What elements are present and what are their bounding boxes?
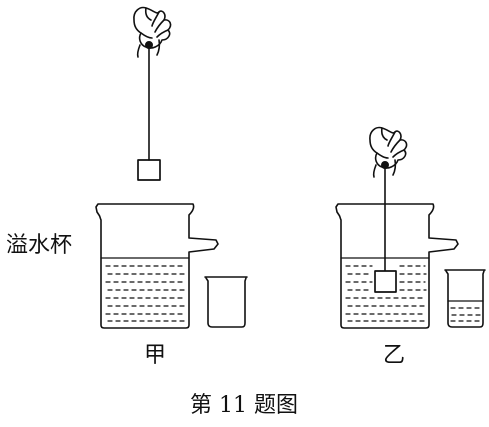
cup-name-label: 溢水杯 — [6, 233, 72, 258]
hand-icon-left — [133, 6, 172, 58]
hand-icon-right — [369, 126, 408, 178]
block-right — [374, 270, 397, 293]
panel-jia — [95, 6, 248, 329]
caption: 第 11 题图 — [190, 393, 298, 418]
overflow-cup-left — [95, 203, 219, 329]
panel-yi — [335, 126, 486, 329]
water-right — [340, 257, 430, 322]
water-left — [100, 257, 190, 322]
panel-left-label: 甲 — [144, 343, 166, 368]
beaker-right — [444, 269, 486, 328]
beaker-left — [204, 276, 248, 328]
overflow-cup-right — [335, 203, 459, 329]
panel-right-label: 乙 — [383, 343, 405, 368]
block-left — [137, 159, 161, 181]
